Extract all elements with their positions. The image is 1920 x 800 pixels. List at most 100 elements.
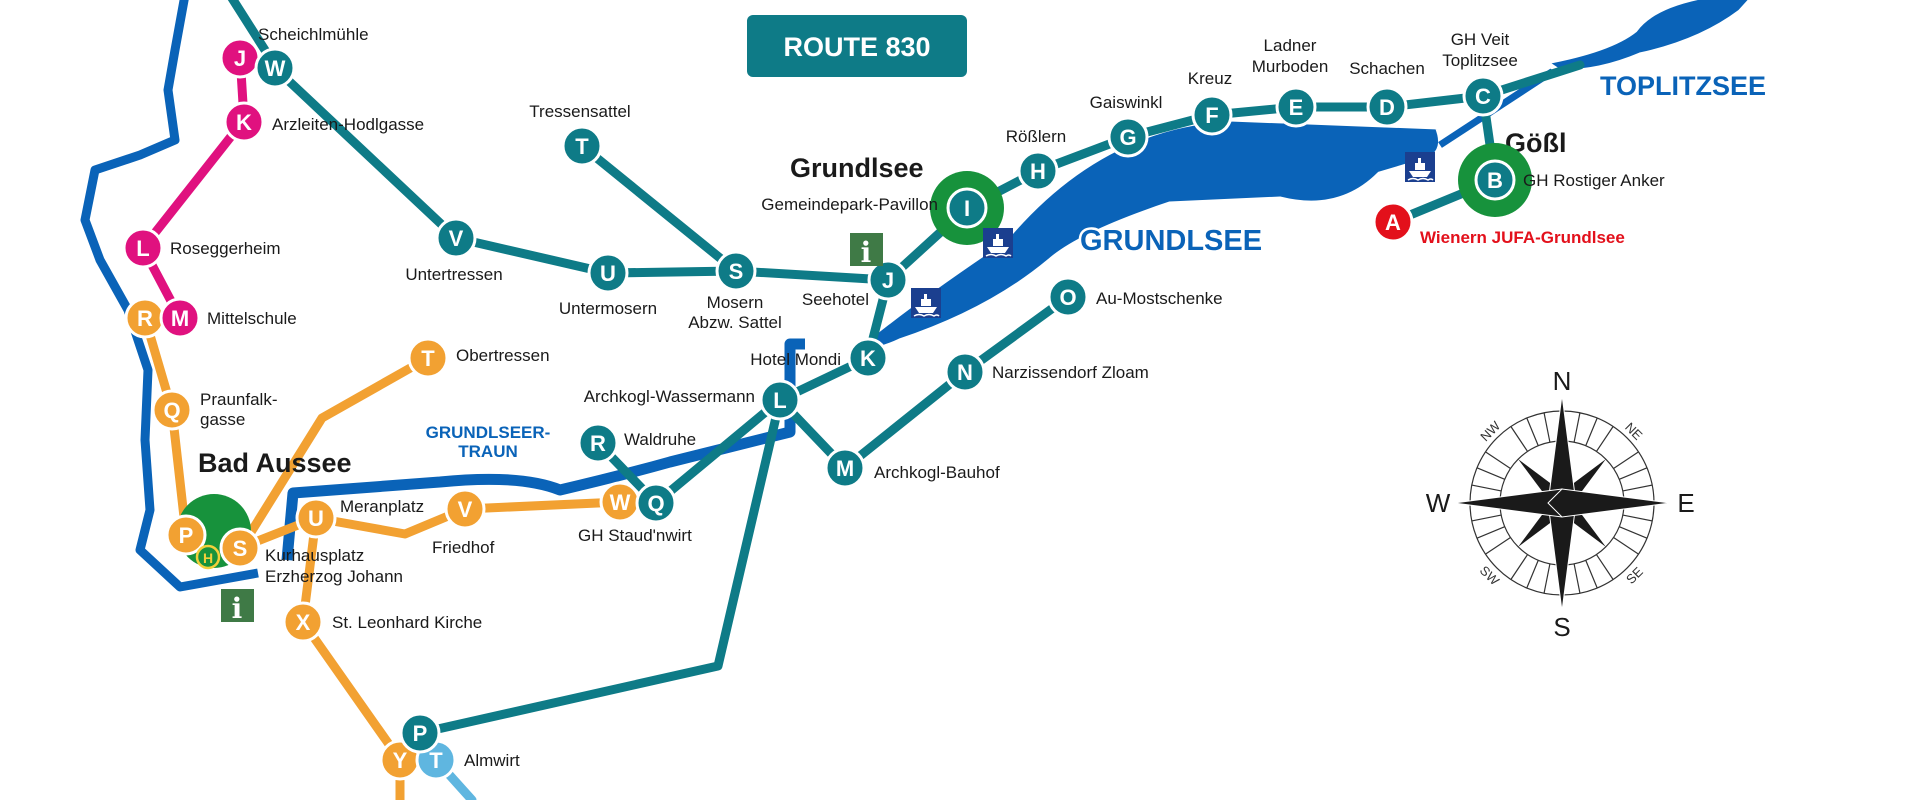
stop-letter: Q: [163, 398, 180, 423]
map-texts: ROUTE 830 GRUNDLSEE TOPLITZSEE GRUNDLSEE…: [198, 15, 1769, 478]
stop-letter: R: [137, 306, 153, 331]
stop-name: Hotel Mondi: [750, 350, 841, 369]
stop-marker: [847, 337, 889, 379]
stop-letter: P: [413, 721, 428, 746]
stop-letter: U: [308, 506, 324, 531]
water-label-toplitzsee: TOPLITZSEE: [1600, 71, 1766, 101]
stop-name: Erzherzog Johann: [265, 567, 403, 586]
info-icon: i: [861, 236, 872, 269]
stop-name: Gemeindepark-Pavillon: [761, 195, 938, 214]
info-icon: i: [232, 592, 243, 625]
stop-marker: [1017, 150, 1059, 192]
stop-marker: [1275, 86, 1317, 128]
stop-marker: [1107, 116, 1149, 158]
stop-letter: D: [1379, 95, 1395, 120]
stop-name: Au-Mostschenke: [1096, 289, 1223, 308]
stop-letter: B: [1487, 168, 1503, 193]
stop-q-teal: QGH Staud'nwirt: [578, 482, 692, 545]
stop-letter: K: [236, 110, 252, 135]
stop-marker: [282, 601, 324, 643]
bus-hub-circle: [195, 544, 221, 570]
stop-marker: [1047, 276, 1089, 318]
stop-marker: [1366, 86, 1408, 128]
stop-letter: V: [449, 226, 464, 251]
line-teal-leonhard: [415, 395, 785, 738]
stop-name: Obertressen: [456, 346, 550, 365]
stop-marker: [1372, 201, 1414, 243]
stop-name: Untertressen: [405, 265, 502, 284]
stop-marker: [1191, 94, 1233, 136]
stop-name: Archkogl-Wassermann: [584, 387, 755, 406]
stop-name: GH Veit: [1451, 30, 1510, 49]
river-grundlseer-traun: [281, 338, 805, 561]
stop-name: Schachen: [1349, 59, 1425, 78]
stop-marker: [223, 101, 265, 143]
stop-name: Rößlern: [1006, 127, 1066, 146]
stop-letter: R: [590, 431, 606, 456]
stop-letter: O: [1059, 285, 1076, 310]
stop-marker: [561, 125, 603, 167]
stop-name: Mosern: [707, 293, 764, 312]
stop-name: Waldruhe: [624, 430, 696, 449]
lake-toplitzsee: [1538, 0, 1755, 75]
compass-star-main: [1453, 394, 1671, 612]
stop-letter: Q: [647, 491, 664, 516]
line-teal-archkogl: [775, 292, 1073, 473]
stop-letter: P: [179, 523, 194, 548]
stop-name: Praunfalk-: [200, 390, 277, 409]
stop-marker: [435, 217, 477, 259]
stop-name: Scheichlmühle: [258, 25, 369, 44]
stop-j-magenta: J: [219, 37, 261, 79]
stop-name: St. Leonhard Kirche: [332, 613, 482, 632]
stop-name: Narzissendorf Zloam: [992, 363, 1149, 382]
stop-name: Tressensattel: [529, 102, 630, 121]
stop-letter: F: [1205, 103, 1218, 128]
compass-ticks: [1471, 412, 1653, 594]
ferry-icon: [1405, 152, 1435, 182]
stop-letter: W: [265, 56, 286, 81]
water-label-traun-2: TRAUN: [458, 442, 518, 461]
bus-hub-letter: H: [203, 550, 213, 566]
stop-name: Seehotel: [802, 290, 869, 309]
stop-name: Friedhof: [432, 538, 495, 557]
stop-letter: M: [836, 456, 854, 481]
line-teal-edge: [227, 0, 275, 63]
stop-letter: L: [136, 236, 149, 261]
compass-se: SE: [1623, 564, 1646, 587]
stop-w-teal: W Scheichlmühle: [254, 25, 369, 89]
stop-r-teal: R Waldruhe: [577, 422, 696, 464]
stop-p-teal: P: [399, 712, 441, 754]
stop-marker: [1474, 159, 1516, 201]
stop-marker: [219, 527, 261, 569]
line-orange-tressen: [238, 353, 433, 550]
stop-r-orange: R: [124, 297, 166, 339]
stop-name: Untermosern: [559, 299, 657, 318]
stop-name: Toplitzsee: [1442, 51, 1518, 70]
stop-letter: J: [882, 268, 894, 293]
water-label-traun-1: GRUNDLSEER-: [426, 423, 551, 442]
stop-marker: [254, 47, 296, 89]
stop-name: Gaiswinkl: [1090, 93, 1163, 112]
info-box-bad-aussee: [221, 589, 254, 622]
stop-marker: [407, 337, 449, 379]
town-label-grundlsee: Grundlsee: [790, 153, 924, 183]
stop-letter: S: [729, 259, 744, 284]
stop-letter: T: [429, 748, 443, 773]
stop-marker: [159, 297, 201, 339]
stop-marker: [444, 488, 486, 530]
stop-marker: [946, 187, 988, 229]
stop-marker: [759, 379, 801, 421]
